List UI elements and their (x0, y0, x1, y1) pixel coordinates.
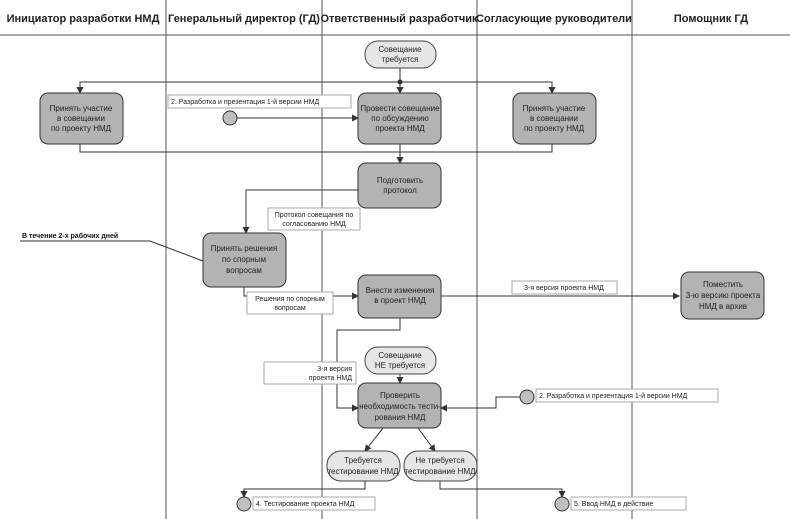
svg-text:Решения по спорным: Решения по спорным (255, 296, 325, 303)
svg-text:протокол: протокол (383, 186, 417, 195)
lane-title-general-director: Генеральный директор (ГД) (168, 13, 320, 25)
svg-text:вопросам: вопросам (226, 266, 262, 275)
svg-text:Совещание: Совещание (378, 45, 422, 54)
note-testing-project: 4. Тестирование проекта НМД (252, 496, 376, 511)
svg-text:по обсуждению: по обсуждению (371, 114, 428, 123)
svg-text:НЕ требуется: НЕ требуется (375, 361, 425, 370)
svg-text:5. Ввод НМД в действие: 5. Ввод НМД в действие (574, 500, 653, 508)
svg-text:в проект НМД: в проект НМД (374, 296, 426, 305)
note-protocol-to-approve: Протокол совещания по согласованию НМД (267, 207, 361, 231)
note-dev-presentation-right: 2. Разработка и презентация 1-й версии Н… (535, 388, 719, 403)
state-meeting-not-required: Совещание НЕ требуется (364, 346, 437, 375)
svg-text:вопросам: вопросам (274, 305, 306, 312)
svg-text:НМД в архив: НМД в архив (699, 302, 747, 311)
svg-text:Требуется: Требуется (344, 456, 382, 465)
svg-text:3-ю версию проекта: 3-ю версию проекта (686, 291, 761, 300)
lane-title-responsible-developer: Ответственный разработчик (320, 13, 478, 25)
svg-text:Принять решения: Принять решения (211, 244, 277, 253)
activity-approvers-participate: Принять участие в совещании по проекту Н… (512, 92, 597, 145)
activity-make-changes: Внести изменения в проект НМД (357, 274, 442, 319)
svg-text:рования НМД: рования НМД (375, 413, 426, 422)
connector-testing (236, 496, 252, 512)
state-testing-not-required: Не требуется тестирование НМД (403, 450, 478, 482)
svg-text:Принять участие: Принять участие (523, 104, 586, 113)
svg-text:Провести совещание: Провести совещание (360, 104, 440, 113)
svg-text:Подготовить: Подготовить (377, 176, 423, 185)
state-meeting-required: Совещание требуется (364, 40, 437, 69)
svg-text:согласованию НМД: согласованию НМД (282, 221, 346, 228)
svg-text:Протокол совещания по: Протокол совещания по (275, 212, 354, 219)
lane-title-initiator: Инициатор разработки НМД (7, 13, 160, 25)
note-dev-presentation-top: 2. Разработка и презентация 1-й версии Н… (167, 94, 352, 109)
svg-text:3-я версия проекта НМД: 3-я версия проекта НМД (524, 285, 604, 292)
connector-presentation-right (519, 389, 535, 405)
svg-text:Внести изменения: Внести изменения (366, 286, 435, 295)
svg-text:4. Тестирование проекта НМД: 4. Тестирование проекта НМД (256, 501, 355, 508)
svg-text:тестирование НМД: тестирование НМД (404, 467, 476, 476)
svg-text:необходимость тести-: необходимость тести- (359, 402, 441, 411)
svg-text:Совещание: Совещание (378, 351, 422, 360)
svg-text:по проекту НМД: по проекту НМД (524, 124, 585, 133)
note-enact-nmd: 5. Ввод НМД в действие (570, 496, 687, 511)
activity-archive-version: Поместить 3-ю версию проекта НМД в архив (680, 271, 765, 320)
state-testing-required: Требуется тестирование НМД (326, 450, 401, 482)
svg-text:Принять участие: Принять участие (50, 104, 113, 113)
svg-text:требуется: требуется (382, 55, 419, 64)
activity-check-testing: Проверить необходимость тести- рования Н… (357, 382, 442, 429)
activity-initiator-participate: Принять участие в совещании по проекту Н… (39, 92, 124, 145)
note-within-two-days: В течение 2-х рабочих дней (22, 232, 118, 240)
note-third-version-archive: 3-я версия проекта НМД (511, 280, 618, 295)
svg-text:проекта НМД: проекта НМД (375, 124, 425, 133)
lane-title-approvers: Согласующие руководители (476, 13, 632, 25)
svg-text:в совещании: в совещании (57, 114, 105, 123)
svg-text:проекта НМД: проекта НМД (309, 375, 352, 382)
activity-prepare-protocol: Подготовить протокол (357, 162, 442, 209)
activity-decide-disputes: Принять решения по спорным вопросам (202, 232, 287, 288)
activity-hold-meeting: Провести совещание по обсуждению проекта… (357, 92, 442, 145)
svg-text:по спорным: по спорным (222, 255, 266, 264)
flow-connectors (20, 68, 680, 498)
svg-text:в совещании: в совещании (530, 114, 578, 123)
note-dispute-decisions: Решения по спорным вопросам (246, 291, 334, 315)
svg-text:тестирование НМД: тестирование НМД (327, 467, 399, 476)
svg-text:Проверить: Проверить (380, 391, 420, 400)
svg-text:3-я версия: 3-я версия (317, 366, 352, 373)
svg-text:2. Разработка и презентация 1-: 2. Разработка и презентация 1-й версии Н… (539, 392, 688, 400)
svg-text:Поместить: Поместить (703, 280, 743, 289)
note-third-version-left: 3-я версия проекта НМД (263, 361, 357, 385)
connector-presentation-top (222, 110, 238, 126)
svg-text:по проекту НМД: по проекту НМД (51, 124, 112, 133)
svg-text:2. Разработка и презентация 1-: 2. Разработка и презентация 1-й версии Н… (171, 98, 320, 106)
connector-enact (554, 496, 570, 512)
lane-title-assistant: Помощник ГД (674, 13, 748, 25)
svg-text:Не требуется: Не требуется (415, 456, 464, 465)
